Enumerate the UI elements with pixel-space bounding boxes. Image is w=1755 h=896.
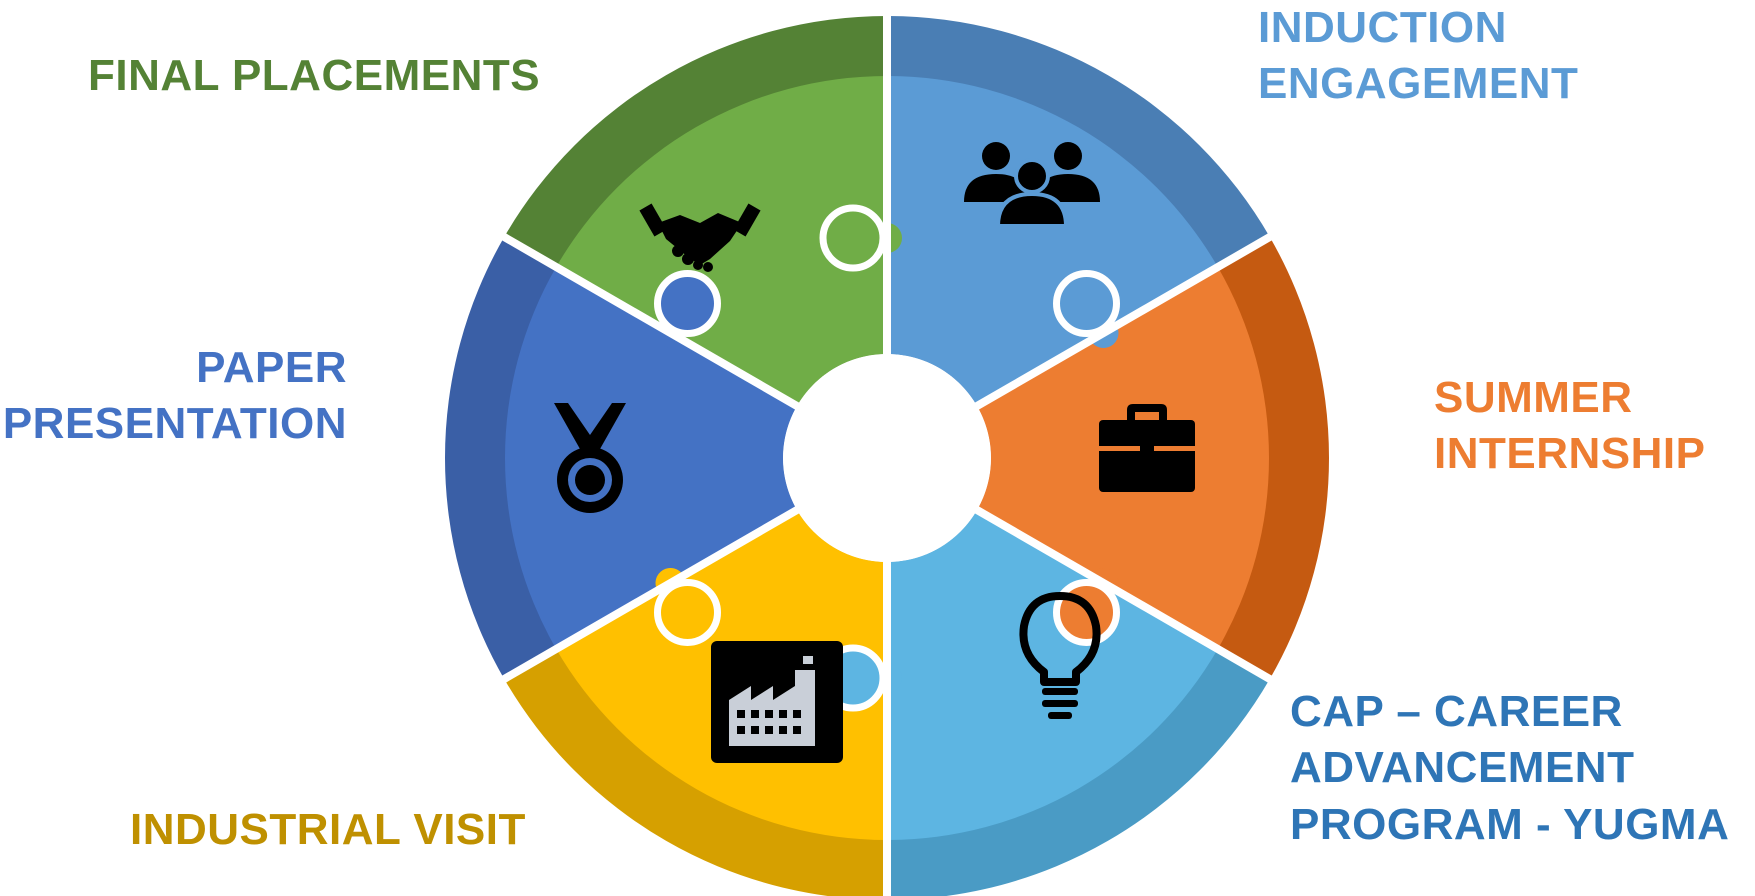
label-line: PROGRAM - YUGMA — [1290, 799, 1730, 849]
lightbulb-icon — [1019, 592, 1101, 719]
center-hole — [783, 354, 991, 562]
factory-icon — [711, 641, 843, 763]
label-line: INTERNSHIP — [1434, 429, 1706, 479]
separator-line — [973, 505, 1276, 685]
label-line: INDUCTION — [1258, 3, 1507, 52]
handshake-icon — [639, 203, 761, 272]
tab-knob — [653, 270, 721, 338]
label-line: SUMMER — [1434, 373, 1633, 422]
label-line: PAPER — [196, 343, 347, 392]
inner-piece-cap — [887, 510, 1218, 840]
label-line: INDUSTRIAL VISIT — [130, 805, 526, 854]
label-induction-engagement: INDUCTION ENGAGEMENT — [1258, 0, 1578, 113]
people-group-icon — [964, 142, 1100, 228]
separator-line — [498, 231, 801, 411]
separator-line — [973, 231, 1276, 411]
label-industrial-visit: INDUSTRIAL VISIT — [130, 802, 526, 858]
label-paper-presentation: PAPER PRESENTATION — [3, 340, 347, 453]
label-summer-internship: SUMMER INTERNSHIP — [1434, 370, 1705, 483]
puzzle-tabs — [653, 204, 1121, 712]
label-line: FINAL PLACEMENTS — [88, 51, 541, 100]
tab-knob — [819, 204, 887, 272]
label-cap-career-advancement: CAP – CAREER ADVANCEMENT PROGRAM - YUGMA — [1290, 684, 1729, 853]
tab-knob — [653, 578, 721, 646]
inner-piece-induct — [887, 76, 1218, 406]
briefcase-icon — [1099, 404, 1195, 492]
inner-piece-paper — [505, 267, 797, 649]
medal-icon — [554, 403, 626, 513]
tab-knob — [1053, 270, 1121, 338]
separator-line — [498, 505, 801, 685]
separator-lines — [498, 12, 1276, 896]
label-line: CAP – CAREER — [1290, 687, 1623, 736]
label-final-placements: FINAL PLACEMENTS — [88, 48, 540, 104]
label-line: ADVANCEMENT — [1290, 743, 1635, 793]
label-line: PRESENTATION — [2, 399, 347, 449]
segment-icons — [554, 142, 1195, 763]
label-line: ENGAGEMENT — [1258, 59, 1579, 109]
